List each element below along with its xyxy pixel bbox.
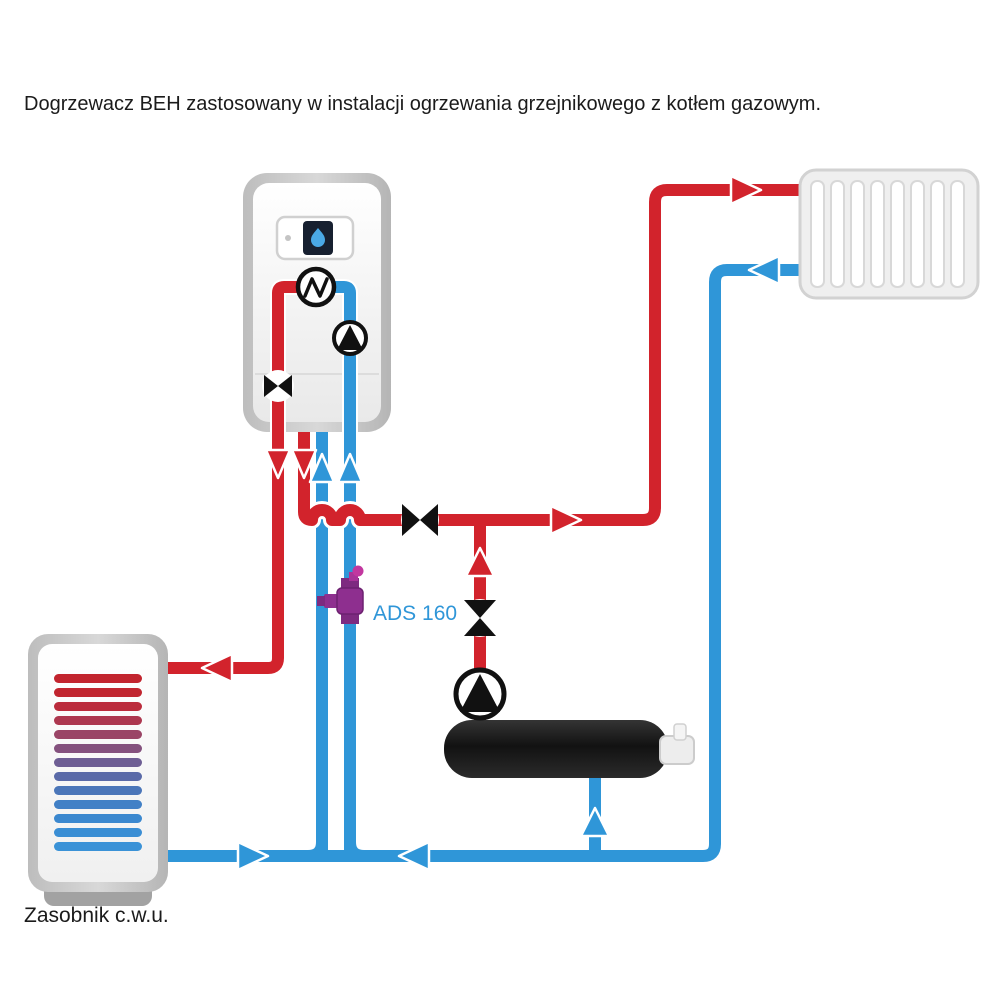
ads-valve-stem xyxy=(349,572,358,581)
flow-arrow-left-to-tank xyxy=(200,652,234,684)
boiler-valve-icon xyxy=(262,370,294,402)
gas-boiler xyxy=(243,173,391,438)
pipe-supply-tank xyxy=(150,425,284,674)
flow-arrow-down xyxy=(264,448,292,480)
check-valve-heater xyxy=(461,599,499,637)
radiator xyxy=(798,168,980,300)
ads-160-valve: ADS 160 xyxy=(317,565,457,625)
tank-coil-stripes xyxy=(54,674,142,851)
heater-pump-icon xyxy=(453,667,507,721)
flow-arrow-right-supply xyxy=(549,504,583,536)
pipe-return-main xyxy=(140,264,812,862)
boiler-internal-pipes xyxy=(270,279,358,438)
dhw-tank xyxy=(28,634,168,906)
flow-arrow-up-from-heater xyxy=(464,546,496,578)
ads-valve-side-port xyxy=(324,594,338,608)
flow-arrows xyxy=(200,174,781,872)
heater-body xyxy=(444,720,668,778)
check-valve-supply xyxy=(401,501,439,539)
flow-arrow-right-to-radiator xyxy=(729,174,763,206)
flow-arrow-up xyxy=(336,452,364,484)
flow-arrow-down xyxy=(290,448,318,480)
diagram-title: Dogrzewacz BEH zastosowany w instalacji … xyxy=(24,93,821,115)
boiler-pump-icon xyxy=(332,320,368,356)
flow-arrow-left-return xyxy=(397,840,431,872)
gas-flame-icon xyxy=(311,228,325,247)
ads-valve-body xyxy=(336,587,364,615)
flow-arrow-right-from-tank xyxy=(236,840,270,872)
ads-valve-side-nut xyxy=(317,596,325,606)
heater-fitting-stub xyxy=(673,723,687,741)
display-indicator-dot xyxy=(285,235,291,241)
radiator-fins xyxy=(810,180,965,288)
flow-arrow-up-to-heater xyxy=(579,806,611,838)
flow-arrow-left-from-radiator xyxy=(747,254,781,286)
return-pipes xyxy=(140,261,812,865)
ads-valve-handle xyxy=(352,565,364,577)
ads-valve-nut-bottom xyxy=(341,612,359,624)
beh-heater xyxy=(444,720,695,778)
tank-label: Zasobnik c.w.u. xyxy=(24,904,169,927)
flow-arrow-up xyxy=(308,452,336,484)
heat-exchanger-icon xyxy=(295,266,337,308)
ads-valve-label: ADS 160 xyxy=(373,602,457,625)
pipe-supply-heating xyxy=(298,184,812,526)
